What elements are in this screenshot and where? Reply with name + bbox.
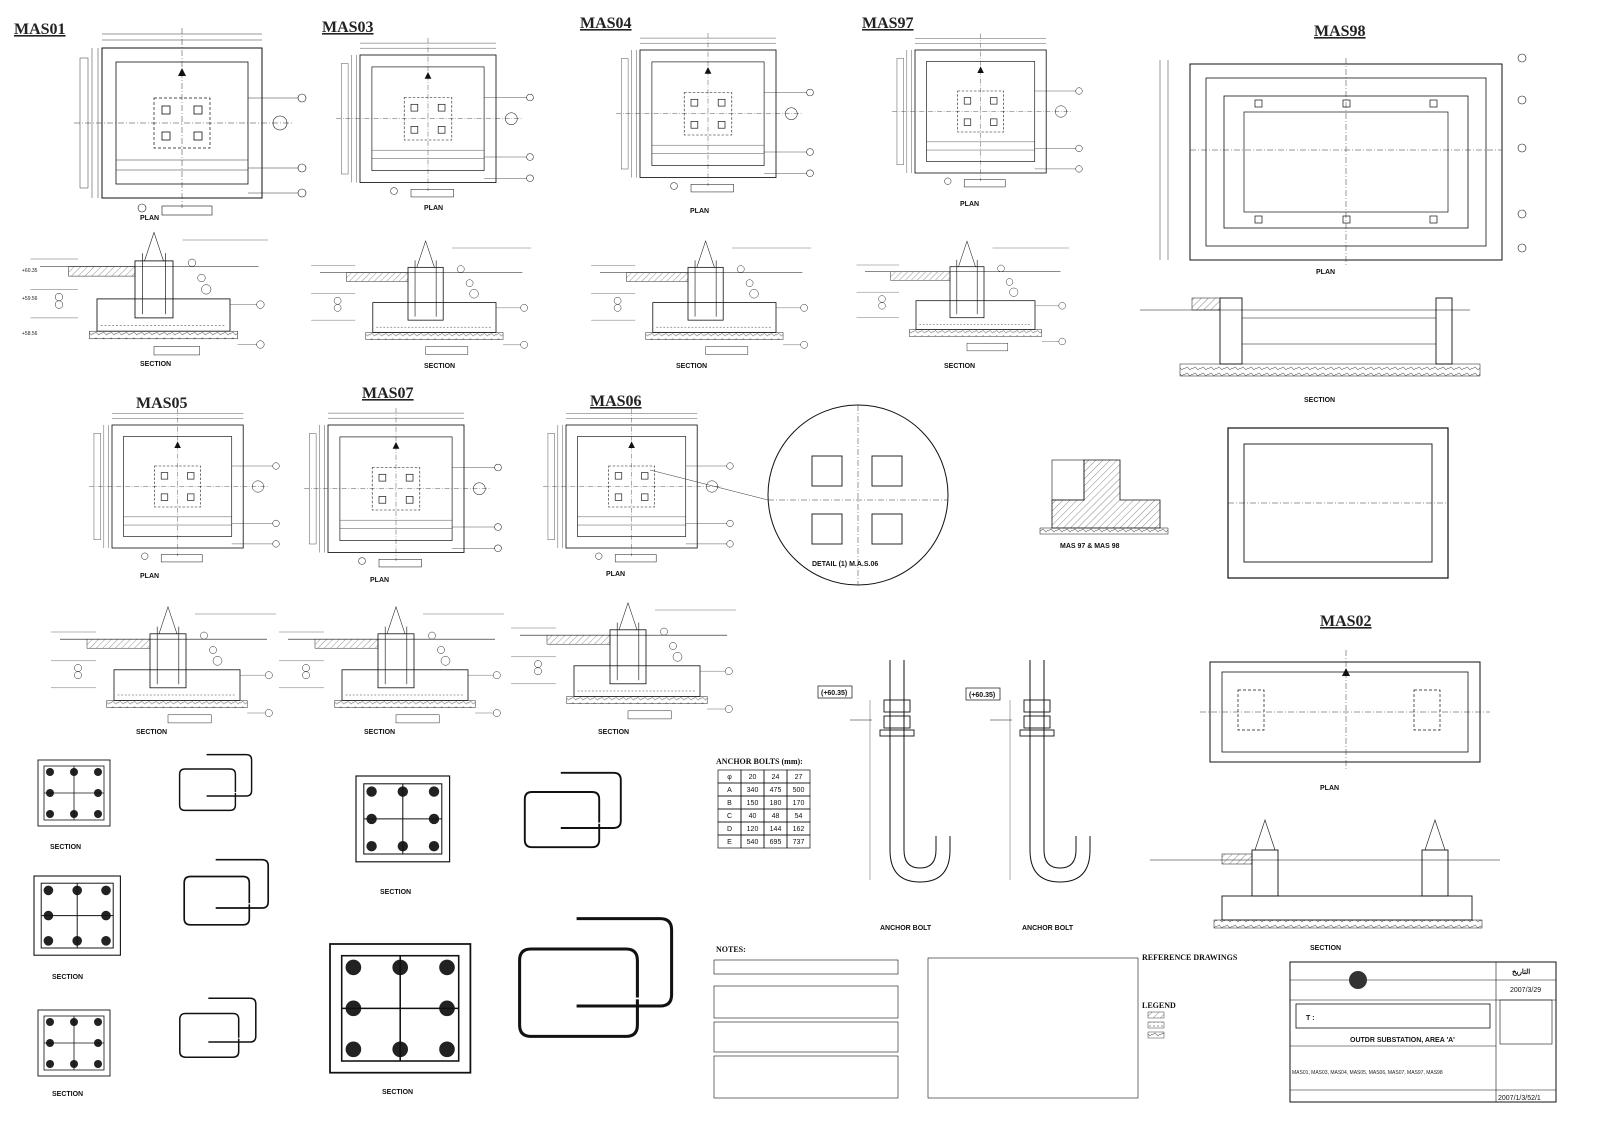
plan-mas97: MAS97 <box>862 15 1083 188</box>
anchor-bolt-left: (+60.35) ANCHOR BOLT <box>817 659 951 932</box>
plan-caption: PLAN <box>140 573 159 580</box>
plan-caption: PLAN <box>1320 785 1339 792</box>
section-caption: SECTION <box>52 974 83 981</box>
table-cell: 27 <box>795 774 803 781</box>
reference-block: REFERENCE DRAWINGS LEGEND <box>1142 953 1238 1039</box>
notes-title: NOTES: <box>716 945 746 954</box>
table-title: ANCHOR BOLTS (mm): <box>716 757 803 766</box>
table-cell: B <box>727 800 732 807</box>
section-caption: SECTION <box>136 729 167 736</box>
table-cell: 162 <box>793 826 805 833</box>
table-cell: 48 <box>772 813 780 820</box>
plan-caption: PLAN <box>960 201 979 208</box>
project-title: OUTDR SUBSTATION, AREA 'A' <box>1350 1037 1455 1044</box>
table-cell: 180 <box>770 800 782 807</box>
detail-mas97-98: MAS 97 & MAS 98 <box>1039 459 1169 550</box>
plan-title: MAS02 <box>1320 613 1372 630</box>
section-caption: SECTION <box>382 1089 413 1096</box>
rebar-plan-mas98 <box>1227 427 1449 579</box>
plan-title: MAS98 <box>1314 23 1366 40</box>
table-cell: 170 <box>793 800 805 807</box>
section-caption: SECTION <box>944 363 975 370</box>
detail-caption: MAS 97 & MAS 98 <box>1060 543 1120 550</box>
table-cell: 20 <box>749 774 757 781</box>
table-cell: 695 <box>770 839 782 846</box>
section-caption: SECTION <box>52 1091 83 1098</box>
plan-title: MAS06 <box>590 393 642 410</box>
plan-title: MAS05 <box>136 395 188 412</box>
section-caption: SECTION <box>1304 397 1335 404</box>
section-caption: SECTION <box>424 363 455 370</box>
section-caption: SECTION <box>380 889 411 896</box>
plan-caption: PLAN <box>424 205 443 212</box>
plan-mas03: MAS03 <box>322 19 534 198</box>
table-cell: 120 <box>747 826 759 833</box>
level-tag: +60.35 <box>22 268 38 274</box>
plan-mas02: MAS02 PLAN <box>1200 613 1490 792</box>
section-caption: SECTION <box>140 361 171 368</box>
level-tag: +58.56 <box>22 331 38 337</box>
plan-caption: PLAN <box>606 571 625 578</box>
notes-block: NOTES: <box>713 945 1139 1099</box>
table-cell: E <box>727 839 732 846</box>
plan-mas98: MAS98 PLAN <box>1159 23 1527 276</box>
detail-caption: DETAIL (1) M.A.S.06 <box>812 561 878 568</box>
plan-mas01: MAS01 <box>14 21 307 216</box>
plan-caption: PLAN <box>690 208 709 215</box>
title-block: التاريخ 2007/3/29 T : OUTDR SUBSTATION, … <box>1289 961 1557 1103</box>
table-cell: 737 <box>793 839 805 846</box>
table-cell: φ <box>727 774 732 781</box>
section-mas02: SECTION <box>1150 819 1500 952</box>
section-caption: SECTION <box>50 844 81 851</box>
table-cell: 150 <box>747 800 759 807</box>
date-label: التاريخ <box>1512 968 1530 976</box>
table-cell: A <box>727 787 732 794</box>
plan-caption: PLAN <box>140 215 159 222</box>
plan-mas05: MAS05 <box>88 395 280 563</box>
plan-title: MAS04 <box>580 15 632 32</box>
plan-mas07: MAS07 <box>303 385 502 568</box>
plan-title: MAS97 <box>862 15 914 32</box>
plan-caption: PLAN <box>1316 269 1335 276</box>
table-cell: 54 <box>795 813 803 820</box>
plan-title: MAS03 <box>322 19 374 36</box>
legend-title: LEGEND <box>1142 1001 1176 1010</box>
plan-mas04: MAS04 <box>580 15 814 193</box>
table-cell-border <box>786 834 811 849</box>
plan-mas06: MAS06 <box>542 393 734 563</box>
level-tag: (+60.35) <box>821 690 847 697</box>
section-caption: SECTION <box>598 729 629 736</box>
section-caption: SECTION <box>364 729 395 736</box>
table-cell: 40 <box>749 813 757 820</box>
section-caption: SECTION <box>1310 945 1341 952</box>
level-tag: (+60.35) <box>969 692 995 699</box>
anchor-bolt-caption: ANCHOR BOLT <box>1022 925 1074 932</box>
table-cell: 24 <box>772 774 780 781</box>
date-value: 2007/3/29 <box>1510 987 1541 994</box>
table-cell: 144 <box>770 826 782 833</box>
level-tag: +59.56 <box>22 296 38 302</box>
table-cell: C <box>727 813 732 820</box>
plan-caption: PLAN <box>370 577 389 584</box>
t-field: T : <box>1306 1015 1315 1022</box>
plan-title: MAS07 <box>362 385 414 402</box>
plan-title: MAS01 <box>14 21 66 38</box>
section-mas98: SECTION <box>1140 297 1481 404</box>
table-cell: 540 <box>747 839 759 846</box>
section-caption: SECTION <box>676 363 707 370</box>
table-cell: 500 <box>793 787 805 794</box>
table-cell: 475 <box>770 787 782 794</box>
anchor-bolt-right: (+60.35) ANCHOR BOLT <box>965 659 1091 932</box>
table-cell: 340 <box>747 787 759 794</box>
drawing-number: 2007/1/3/52/1 <box>1498 1095 1541 1102</box>
reference-title: REFERENCE DRAWINGS <box>1142 953 1238 962</box>
anchor-bolt-caption: ANCHOR BOLT <box>880 925 932 932</box>
table-cell: D <box>727 826 732 833</box>
drawing-list: MAS01, MAS03, MAS04, MAS05, MAS06, MAS07… <box>1292 1070 1443 1076</box>
detail-mas06: DETAIL (1) M.A.S.06 <box>649 404 949 586</box>
